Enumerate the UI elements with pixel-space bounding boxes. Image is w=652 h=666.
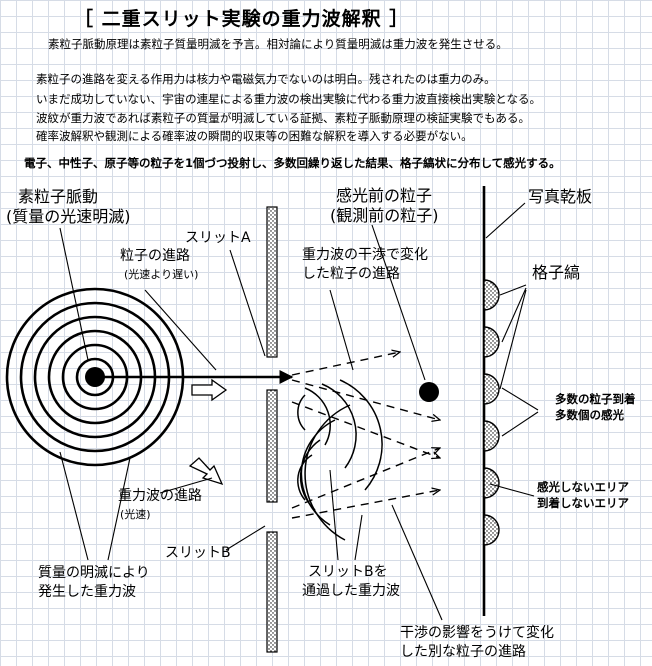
pre-observation-particle (419, 382, 439, 402)
fringe-spots (483, 279, 500, 546)
leader-plate (485, 202, 526, 239)
leader-many-arrive-2 (501, 411, 539, 437)
label-no-expose: 感光しないエリア (537, 480, 629, 494)
leader-fringe-3 (499, 289, 527, 390)
leader-fringe-2 (501, 287, 527, 343)
label-many-arrive-2: 多数個の感光 (555, 408, 624, 422)
leader-slit-b (225, 525, 266, 551)
label-slit-b: スリットB (165, 545, 231, 561)
text-line-experiment: 電子、中性子、原子等の粒子を1個づつ投射し、多数回繰り返した結果、格子縞状に分布… (24, 156, 561, 170)
wave-arc (339, 379, 383, 491)
label-plate: 写真乾板 (528, 187, 593, 206)
leader-other-path (391, 504, 443, 621)
label-through-b: スリットBを (308, 564, 388, 580)
slit-wall-top (266, 206, 278, 358)
fringe-spot (483, 467, 500, 499)
wave-arc (297, 454, 313, 501)
text-line-detection: いまだ成功していない、宇宙の連星による重力波の検出実験に代わる重力波直接検出実験… (36, 92, 541, 106)
label-mass-blink-2: 発生した重力波 (38, 584, 136, 600)
leader-ring-right (107, 457, 131, 561)
label-mass-blink: 質量の明滅により (38, 565, 150, 581)
page-title: ［ 二重スリット実験の重力波解釈 ］ (74, 8, 410, 30)
leader-many-arrive-1 (501, 387, 539, 411)
label-no-expose-2: 到着しないエリア (537, 496, 629, 510)
text-line-verification: 波紋が重力波であれば素粒子の質量が明滅している証拠、素粒子脈動原理の検証実験でも… (36, 111, 531, 125)
dashed-arrow-4 (291, 448, 440, 509)
leader-no-expose (489, 483, 535, 497)
label-fringes: 格子縞 (532, 263, 581, 282)
leader-lines (59, 202, 539, 621)
fringe-spot (483, 326, 500, 358)
leader-through-b-2 (354, 514, 363, 561)
slit-wall (266, 206, 278, 653)
leader-interference (329, 289, 354, 371)
wave-arc (297, 394, 306, 431)
leader-pre-observation (371, 224, 426, 381)
source-particle (85, 367, 105, 387)
wave-arc (321, 383, 357, 469)
label-through-b-2: 通過した重力波 (302, 583, 400, 599)
label-particle-path-note: (光速より遅い) (124, 268, 199, 281)
hollow-arrow-diagonal (188, 457, 224, 486)
text-line-probability: 確率波解釈や観測による確率波の瞬間的収束等の困難な解釈を導入する必要がない。 (36, 129, 473, 143)
leader-through-b-1 (329, 469, 339, 561)
label-interference-2: した粒子の進路 (302, 266, 400, 282)
fringe-spot (483, 279, 500, 311)
label-gw-path-note: (光速) (120, 508, 151, 521)
intro-paragraph: 素粒子脈動原理は素粒子質量明滅を予言。相対論により質量明滅は重力波を発生させる。 (48, 37, 508, 51)
slit-wall-middle (266, 389, 278, 503)
slit-b-wavefronts (297, 404, 351, 541)
label-other-path: 干渉の影響をうけて変化 (400, 625, 554, 641)
hollow-arrow-horizontal (191, 378, 228, 402)
label-source-note: (質量の光速明滅) (6, 207, 131, 226)
leader-slit-a (229, 249, 266, 357)
label-other-path-2: した別な粒子の進路 (400, 644, 526, 660)
label-source: 素粒子脈動 (18, 187, 99, 206)
label-pre-observation: 感光前の粒子 (336, 186, 433, 205)
slit-wall-bottom (266, 531, 278, 653)
label-pre-observation-note: (観測前の粒子) (330, 206, 439, 225)
label-many-arrive: 多数の粒子到着 (555, 392, 636, 406)
dashed-arrow-1 (291, 352, 400, 376)
label-particle-path: 粒子の進路 (120, 248, 190, 264)
label-slit-a: スリットA (185, 230, 251, 246)
dashed-path-arrows (291, 352, 440, 519)
leader-particle-path (144, 289, 217, 371)
fringe-spot (483, 420, 500, 452)
wave-arc (304, 404, 351, 541)
leader-fringe-1 (499, 284, 527, 296)
slit-a-wavefronts (297, 379, 383, 491)
fringe-spot (483, 514, 500, 546)
leader-gw-path (159, 477, 213, 494)
label-gw-path: 重力波の進路 (118, 488, 202, 504)
dashed-arrow-5 (291, 490, 440, 519)
leader-ring-left (59, 451, 89, 561)
wave-arc (304, 387, 332, 446)
fringe-spot (483, 373, 500, 405)
label-interference: 重力波の干渉で変化 (302, 247, 428, 263)
leader-source (59, 227, 89, 361)
text-line-force: 素粒子の進路を変える作用力は核力や電磁気力でないのは明白。残されたのは重力のみ。 (36, 72, 496, 86)
dashed-arrow-3 (291, 401, 440, 458)
